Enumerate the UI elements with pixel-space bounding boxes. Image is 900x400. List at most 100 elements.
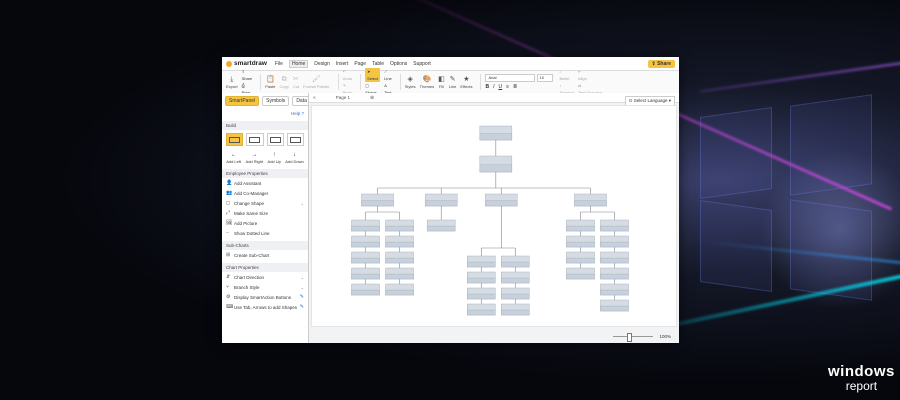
org-node[interactable] [600,283,629,296]
menu-page[interactable]: Page [354,60,367,67]
edit-icon[interactable]: ✎ [299,304,304,310]
org-node[interactable] [479,155,513,173]
org-node[interactable] [600,267,629,280]
menu-table[interactable]: Table [372,60,385,67]
line-tool-button[interactable]: ⟋ Line [384,69,392,81]
org-node[interactable] [600,235,629,248]
themes-button[interactable]: 🎨Themes [419,75,435,89]
org-node[interactable] [467,303,496,316]
org-node[interactable] [501,303,530,316]
add-page-icon[interactable]: ⊕ [370,94,375,101]
org-node[interactable] [600,299,629,312]
print-button[interactable]: ⎙ Print [241,83,250,95]
org-node[interactable] [351,219,380,232]
redo-button[interactable]: ↷ Redo [342,83,353,95]
org-shape-option[interactable] [266,133,284,146]
share-button[interactable]: ⇪ Share [647,59,675,68]
chevron-down-icon[interactable]: ⌄ [300,200,304,206]
add-up-button[interactable]: ↑Add Up [267,152,281,164]
org-node[interactable] [467,255,496,268]
share-small-button[interactable]: ⇪ Share [241,69,253,81]
panel-item-chart-direction[interactable]: ⇵Chart Direction⌄ [222,272,308,282]
menu-insert[interactable]: Insert [335,60,349,67]
org-node[interactable] [600,219,629,232]
org-shape-option[interactable] [246,133,264,146]
tab-symbols[interactable]: Symbols [262,96,290,106]
panel-item-add-assistant[interactable]: 👤Add Assistant [222,178,308,188]
org-node[interactable] [566,235,595,248]
panel-item-branch-style[interactable]: ⑂Branch Style⌄ [222,282,308,292]
org-node[interactable] [566,219,595,232]
panel-item-display-smartaction-buttons[interactable]: ⚙Display SmartAction Buttons✎ [222,292,308,302]
org-node[interactable] [424,193,458,207]
spacing-button[interactable]: ↕ Spacing [559,83,573,95]
panel-item-add-picture[interactable]: 🖼Add Picture [222,218,308,228]
align-button[interactable]: ⇤ Align [577,69,587,81]
menu-support[interactable]: Support [413,60,431,67]
format-painter-button[interactable]: 🖌Format Painter [303,75,330,89]
org-node[interactable] [479,125,513,141]
zoom-slider-knob[interactable] [627,333,633,342]
select-tool-button[interactable]: ➤ Select [365,68,381,82]
shape-tool-button[interactable]: ▢ Shape [365,83,377,95]
panel-item-use-tab-arrows-to-add-shapes[interactable]: ⌨Use Tab, Arrows to add Shapes✎ [222,302,308,312]
export-button[interactable]: ⤓Export [226,75,238,89]
add-right-button[interactable]: →Add Right [245,152,264,164]
org-node[interactable] [385,267,414,280]
zoom-slider[interactable] [613,333,654,342]
bold-button[interactable]: B [485,84,490,90]
org-node[interactable] [501,287,530,300]
text-align-icon[interactable]: ≡ [506,84,510,90]
org-node[interactable] [385,235,414,248]
org-node[interactable] [501,271,530,284]
panel-item-make-same-size[interactable]: ⤢Make Same Size [222,208,308,218]
underline-button[interactable]: U [498,84,503,90]
effects-button[interactable]: ★Effects [460,75,473,89]
menu-home[interactable]: Home [288,59,309,68]
menu-file[interactable]: File [274,60,283,67]
org-node[interactable] [351,235,380,248]
org-node[interactable] [385,219,414,232]
org-node[interactable] [574,193,607,207]
italic-button[interactable]: I [493,84,495,90]
org-node[interactable] [566,267,595,280]
org-node[interactable] [385,283,414,296]
org-node[interactable] [385,251,414,264]
menu-design[interactable]: Design [314,60,330,67]
copy-button[interactable]: ⧉Copy [279,75,289,89]
org-node[interactable] [600,251,629,264]
menu-options[interactable]: Options [390,60,408,67]
tab-page-1[interactable]: Page 1 [335,95,351,100]
paste-button[interactable]: 📋Paste [265,75,276,89]
chevron-down-icon[interactable]: ⌄ [300,284,304,290]
org-shape-option[interactable] [286,133,304,146]
tab-smartpanel[interactable]: SmartPanel [225,96,260,106]
font-size-select[interactable]: 10 [537,74,554,82]
collapse-icon[interactable]: « [313,94,316,101]
org-node[interactable] [351,267,380,280]
org-node[interactable] [467,287,496,300]
org-node[interactable] [566,251,595,264]
org-node[interactable] [351,283,380,296]
panel-item-show-dotted-line[interactable]: ┄Show Dotted Line [222,228,308,238]
styles-button[interactable]: ◈Styles [404,75,416,89]
text-align-right-icon[interactable]: ≣ [513,84,518,90]
add-left-button[interactable]: ←Add Left [226,152,242,164]
add-down-button[interactable]: ↓Add Down [285,152,304,164]
panel-item-change-shape[interactable]: ◻Change Shape⌄ [222,198,308,208]
org-node[interactable] [426,219,456,232]
bullet-button[interactable]: • Bullet [559,69,570,81]
org-shape-option[interactable] [226,133,244,146]
help-link[interactable]: Help ? [290,111,304,116]
text-tool-button[interactable]: A Text [384,83,391,95]
org-node[interactable] [351,251,380,264]
edit-icon[interactable]: ✎ [299,294,304,300]
org-node[interactable] [467,271,496,284]
text-direction-button[interactable]: ⇄ Text Direction [577,83,602,95]
panel-item-add-co-manager[interactable]: 👥Add Co-Manager [222,188,308,198]
org-node[interactable] [361,193,394,207]
panel-item-create-sub-chart[interactable]: ⊞Create Sub-Chart [222,250,308,260]
font-family-select[interactable]: Arial [485,74,536,82]
cut-button[interactable]: ✂Cut [292,75,300,89]
undo-button[interactable]: ↶ Undo [342,69,353,81]
